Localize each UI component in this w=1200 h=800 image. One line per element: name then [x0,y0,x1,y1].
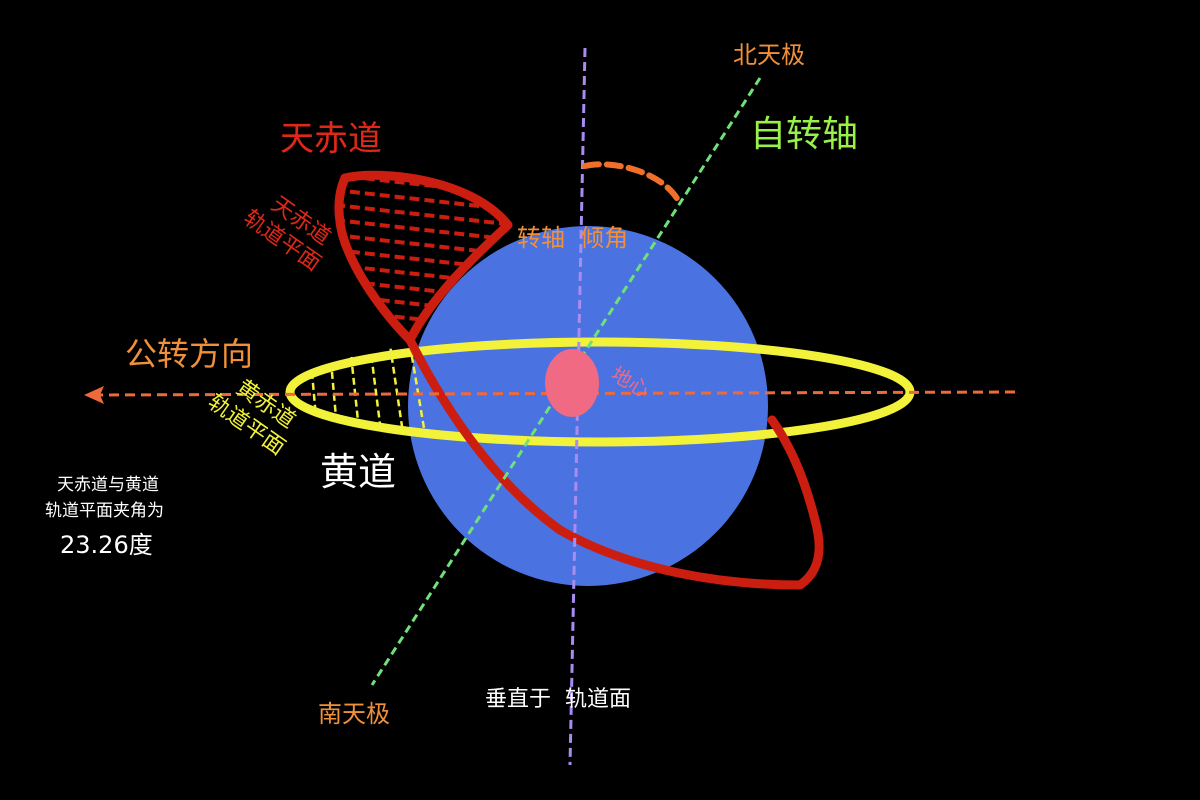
ecliptic-plane-label: 黄赤道 轨道平面 [203,375,300,460]
rotation-axis-label: 自转轴 [750,114,858,155]
perpendicular-label: 垂直于 轨道面 [485,687,631,712]
celestial-equator-label: 天赤道 [280,119,382,159]
celestial-equator-orbit-back [334,173,415,345]
equator-plane-label: 天赤道 轨道平面 [239,192,335,276]
angle-value: 23.26度 [60,531,153,559]
ecliptic-label: 黄道 [320,450,396,494]
revolution-direction-label: 公转方向 [125,335,253,373]
south-pole-label: 南天极 [318,700,390,728]
revolution-direction-line [94,390,1016,397]
earth-core [545,349,599,417]
revolution-arrow-head [84,386,104,404]
celestial-equator-orbit [340,170,824,590]
axial-tilt-label: 转轴 倾角 [517,224,628,252]
rotation-axis [370,77,762,686]
north-pole-label: 北天极 [733,41,805,69]
angle-note-line-2: 轨道平面夹角为 [45,501,164,521]
angle-note-line-1: 天赤道与黄道 [57,475,159,495]
axial-tilt-arc [582,161,681,203]
